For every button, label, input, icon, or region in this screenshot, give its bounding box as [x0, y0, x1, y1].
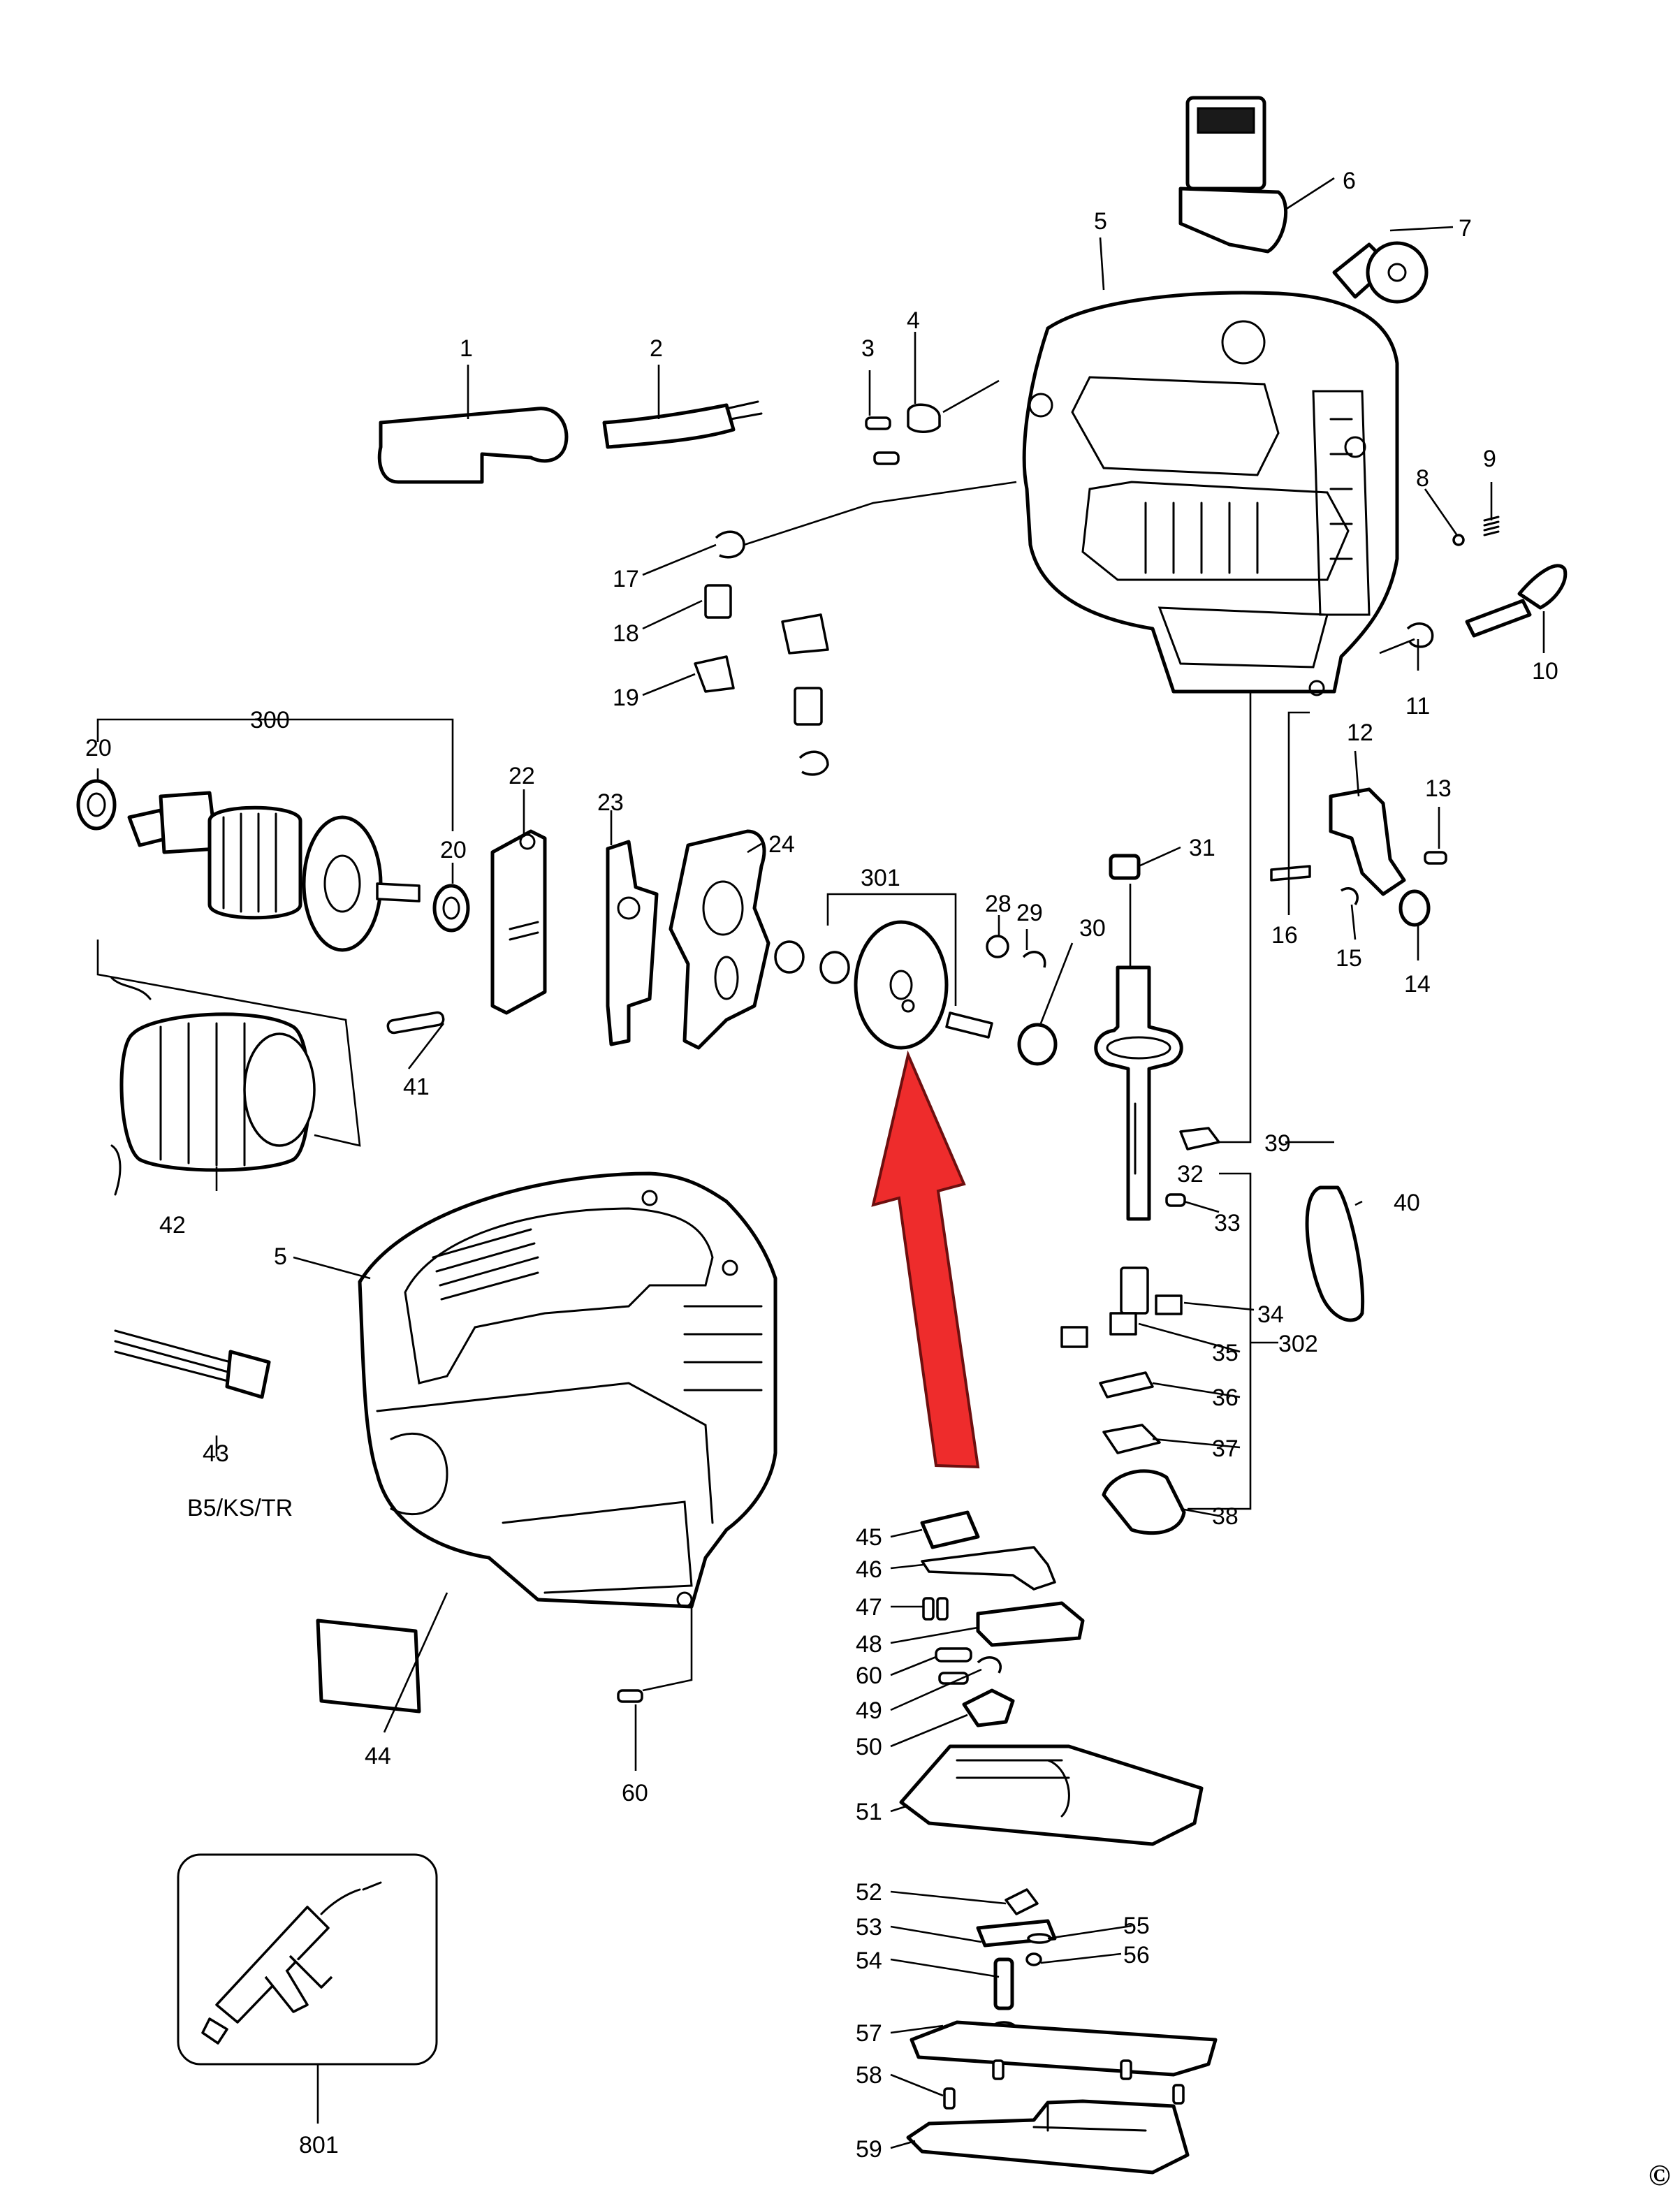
label-60-lower: 60 — [622, 1780, 648, 1806]
label-52: 52 — [856, 1879, 882, 1906]
label-56: 56 — [1123, 1942, 1150, 1968]
switch — [1178, 96, 1288, 254]
label-51: 51 — [856, 1799, 882, 1825]
label-54: 54 — [856, 1948, 882, 1974]
bearing-bracket — [490, 829, 547, 1015]
label-5-bottom: 5 — [274, 1243, 287, 1270]
label-13: 13 — [1425, 775, 1452, 802]
label-variant: B5/KS/TR — [187, 1495, 293, 1521]
shoe-parts — [899, 1510, 1218, 2175]
label-47: 47 — [856, 1594, 882, 1621]
label-15: 15 — [1336, 945, 1362, 972]
gear-plate — [606, 840, 659, 1046]
orbital-lever — [1465, 564, 1568, 638]
cord-guard — [377, 407, 569, 484]
label-32: 32 — [1177, 1161, 1204, 1188]
assembled-jigsaw — [358, 1171, 777, 1609]
label-plate — [316, 1619, 421, 1714]
label-22: 22 — [509, 763, 535, 789]
label-5-top: 5 — [1094, 208, 1107, 235]
label-20-right: 20 — [440, 837, 467, 863]
label-30: 30 — [1079, 915, 1106, 942]
label-3: 3 — [861, 335, 875, 362]
label-55: 55 — [1123, 1913, 1150, 1939]
carbon-brushes — [694, 530, 829, 776]
lever-bracket — [1270, 787, 1447, 927]
copyright-mark: © — [1649, 2160, 1670, 2192]
label-60-upper: 60 — [856, 1663, 882, 1689]
label-41: 41 — [403, 1074, 430, 1100]
label-8: 8 — [1416, 465, 1429, 492]
label-9: 9 — [1483, 446, 1496, 472]
ball-8 — [1452, 534, 1465, 546]
label-39: 39 — [1264, 1130, 1291, 1157]
cord-clamp-screws — [865, 403, 941, 465]
label-11: 11 — [1405, 693, 1430, 719]
armature — [76, 779, 470, 952]
label-48: 48 — [856, 1631, 882, 1658]
label-38: 38 — [1212, 1503, 1239, 1530]
label-45: 45 — [856, 1524, 882, 1551]
label-801: 801 — [299, 2132, 339, 2158]
label-302: 302 — [1278, 1331, 1318, 1357]
clip-11 — [1406, 622, 1434, 648]
label-31: 31 — [1189, 835, 1215, 861]
label-23: 23 — [597, 789, 624, 816]
label-37: 37 — [1212, 1435, 1239, 1462]
label-28: 28 — [985, 891, 1011, 917]
label-18: 18 — [613, 620, 639, 647]
direction-arrow — [871, 1050, 980, 1469]
label-53: 53 — [856, 1914, 882, 1941]
label-46: 46 — [856, 1556, 882, 1583]
label-7: 7 — [1459, 215, 1472, 242]
gear-housing-plate — [669, 829, 770, 1050]
label-4: 4 — [907, 307, 920, 334]
grease-gun-box — [177, 1853, 438, 2066]
label-40: 40 — [1394, 1190, 1420, 1216]
label-42: 42 — [159, 1212, 186, 1239]
internal-cable — [114, 1329, 271, 1399]
label-300: 300 — [250, 707, 290, 733]
screw-41 — [386, 1011, 445, 1035]
label-33: 33 — [1214, 1210, 1241, 1236]
label-43: 43 — [203, 1440, 229, 1467]
label-36: 36 — [1212, 1385, 1239, 1411]
label-24: 24 — [768, 831, 795, 858]
gear-assembly — [774, 920, 1058, 1066]
label-50: 50 — [856, 1734, 882, 1760]
label-44: 44 — [365, 1743, 391, 1769]
label-57: 57 — [856, 2020, 882, 2047]
screw-60-lower — [617, 1689, 643, 1703]
speed-dial — [1332, 241, 1429, 304]
label-34: 34 — [1257, 1301, 1284, 1328]
label-35: 35 — [1212, 1340, 1239, 1366]
label-58: 58 — [856, 2062, 882, 2089]
label-6: 6 — [1343, 168, 1356, 194]
part-number-labels: 1 2 3 4 5 6 7 8 9 10 11 12 13 14 15 16 1… — [85, 168, 1670, 2192]
label-1: 1 — [460, 335, 473, 362]
roller-guide-assembly — [1060, 1127, 1365, 1535]
label-59: 59 — [856, 2136, 882, 2163]
label-17: 17 — [613, 566, 639, 592]
label-29: 29 — [1016, 900, 1043, 926]
label-19: 19 — [613, 685, 639, 711]
label-14: 14 — [1404, 971, 1431, 998]
label-301: 301 — [861, 865, 900, 891]
motor-housing-half — [1022, 291, 1399, 696]
label-20-left: 20 — [85, 735, 112, 761]
label-49: 49 — [856, 1697, 882, 1724]
field-coil — [110, 977, 316, 1196]
label-10: 10 — [1532, 658, 1558, 685]
plunger — [1094, 854, 1183, 1221]
leader-lines — [96, 177, 1545, 2149]
cable — [602, 400, 763, 449]
label-12: 12 — [1347, 719, 1373, 746]
label-16: 16 — [1271, 922, 1298, 949]
label-2: 2 — [650, 335, 663, 362]
